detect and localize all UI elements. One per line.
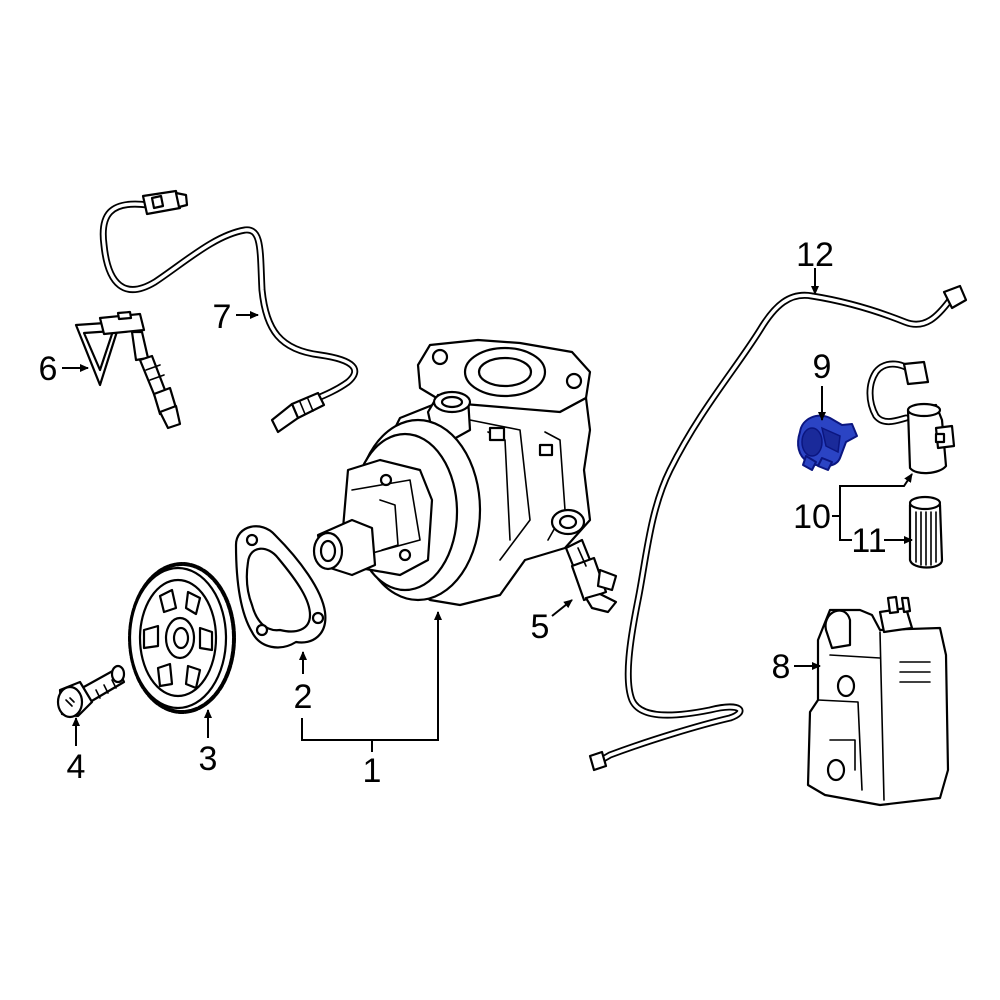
part-11-filter[interactable]: [908, 495, 944, 569]
part-1-pump-assembly[interactable]: [312, 338, 592, 607]
callout-2: 2: [294, 678, 313, 716]
callout-1: 1: [363, 752, 382, 790]
part-7-oxygen-sensor[interactable]: [99, 189, 359, 434]
callout-11: 11: [851, 522, 886, 560]
callout-3: 3: [199, 740, 218, 778]
part-2-gasket[interactable]: [234, 525, 327, 649]
leader-lines: [62, 268, 913, 752]
callout-12: 12: [796, 236, 834, 274]
part-4-bolt[interactable]: [56, 664, 126, 719]
part-8-canister[interactable]: [806, 595, 950, 807]
callout-9: 9: [813, 348, 832, 386]
callout-10: 10: [793, 498, 831, 536]
part-5-sensor[interactable]: [564, 538, 618, 614]
callout-6: 6: [39, 350, 58, 388]
callout-8: 8: [772, 648, 791, 686]
callout-5: 5: [531, 608, 550, 646]
part-3-sprocket[interactable]: [128, 562, 236, 714]
part-9-valve-highlighted[interactable]: [797, 414, 858, 471]
callout-4: 4: [67, 748, 86, 786]
part-6-oxygen-sensor[interactable]: [74, 310, 182, 430]
part-12-hose[interactable]: [588, 284, 968, 772]
part-10-solenoid-valve[interactable]: [866, 360, 956, 475]
callout-labels: 1 2 3 4 5 6 7 8 9 10 11 12: [39, 236, 887, 790]
callout-7: 7: [213, 298, 232, 336]
